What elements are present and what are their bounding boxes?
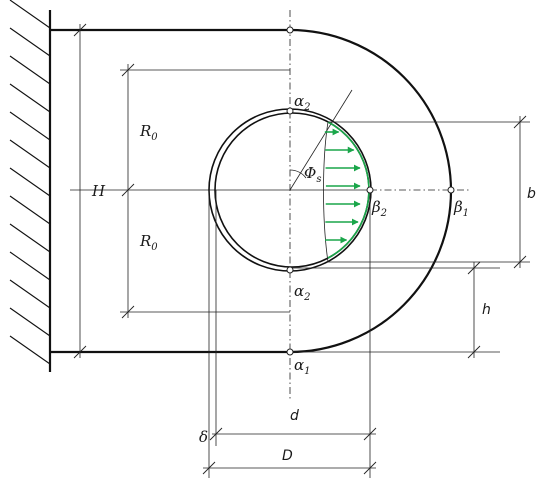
hatch-line [9,0,51,29]
label-b: b [527,186,536,202]
hatch-line [9,83,51,113]
label-delta: δ [199,428,208,446]
label-D: D [282,448,293,464]
label-R0-upper: R0 [139,122,158,143]
label-alpha1: α1 [294,356,311,377]
hatch-line [9,111,51,141]
dimension-H: H [73,23,106,359]
label-alpha2-bottom: α2 [294,282,311,303]
label-beta1: β1 [453,198,469,219]
hatch-line [9,167,51,197]
hatch-line [9,55,51,85]
node-beta1 [447,186,455,194]
dimension-d-D: d D δ [199,190,377,478]
hatch-line [9,251,51,281]
hatch-line [9,195,51,225]
label-d: d [290,408,299,424]
node-alpha2-bottom [286,266,294,274]
hatch-line [9,279,51,309]
label-phi: Φs [304,164,321,185]
dimension-b: b [328,115,536,269]
label-R0-lower: R0 [139,232,158,253]
hatch-line [9,307,51,337]
outer-body [50,28,453,354]
pressure-arrows [324,121,370,259]
phi-radius [289,89,353,191]
wall-hatching [9,0,51,365]
phi-angle-arc [289,169,307,179]
label-beta2: β2 [371,198,387,219]
hatch-line [9,139,51,169]
dimension-h: h [290,261,500,359]
node-beta2 [366,186,374,194]
label-h: h [482,302,491,318]
hatch-line [9,335,51,365]
node-alpha2-top [286,107,294,115]
pressure-zone-boundary [323,121,329,263]
hatch-line [9,27,51,57]
node-top [286,26,294,34]
node-alpha1 [286,348,294,356]
hatch-line [9,223,51,253]
label-H: H [91,182,106,200]
label-alpha2-top: α2 [294,92,311,113]
hatched-wall [9,0,52,372]
dimension-R0: R0 R0 [120,63,290,319]
